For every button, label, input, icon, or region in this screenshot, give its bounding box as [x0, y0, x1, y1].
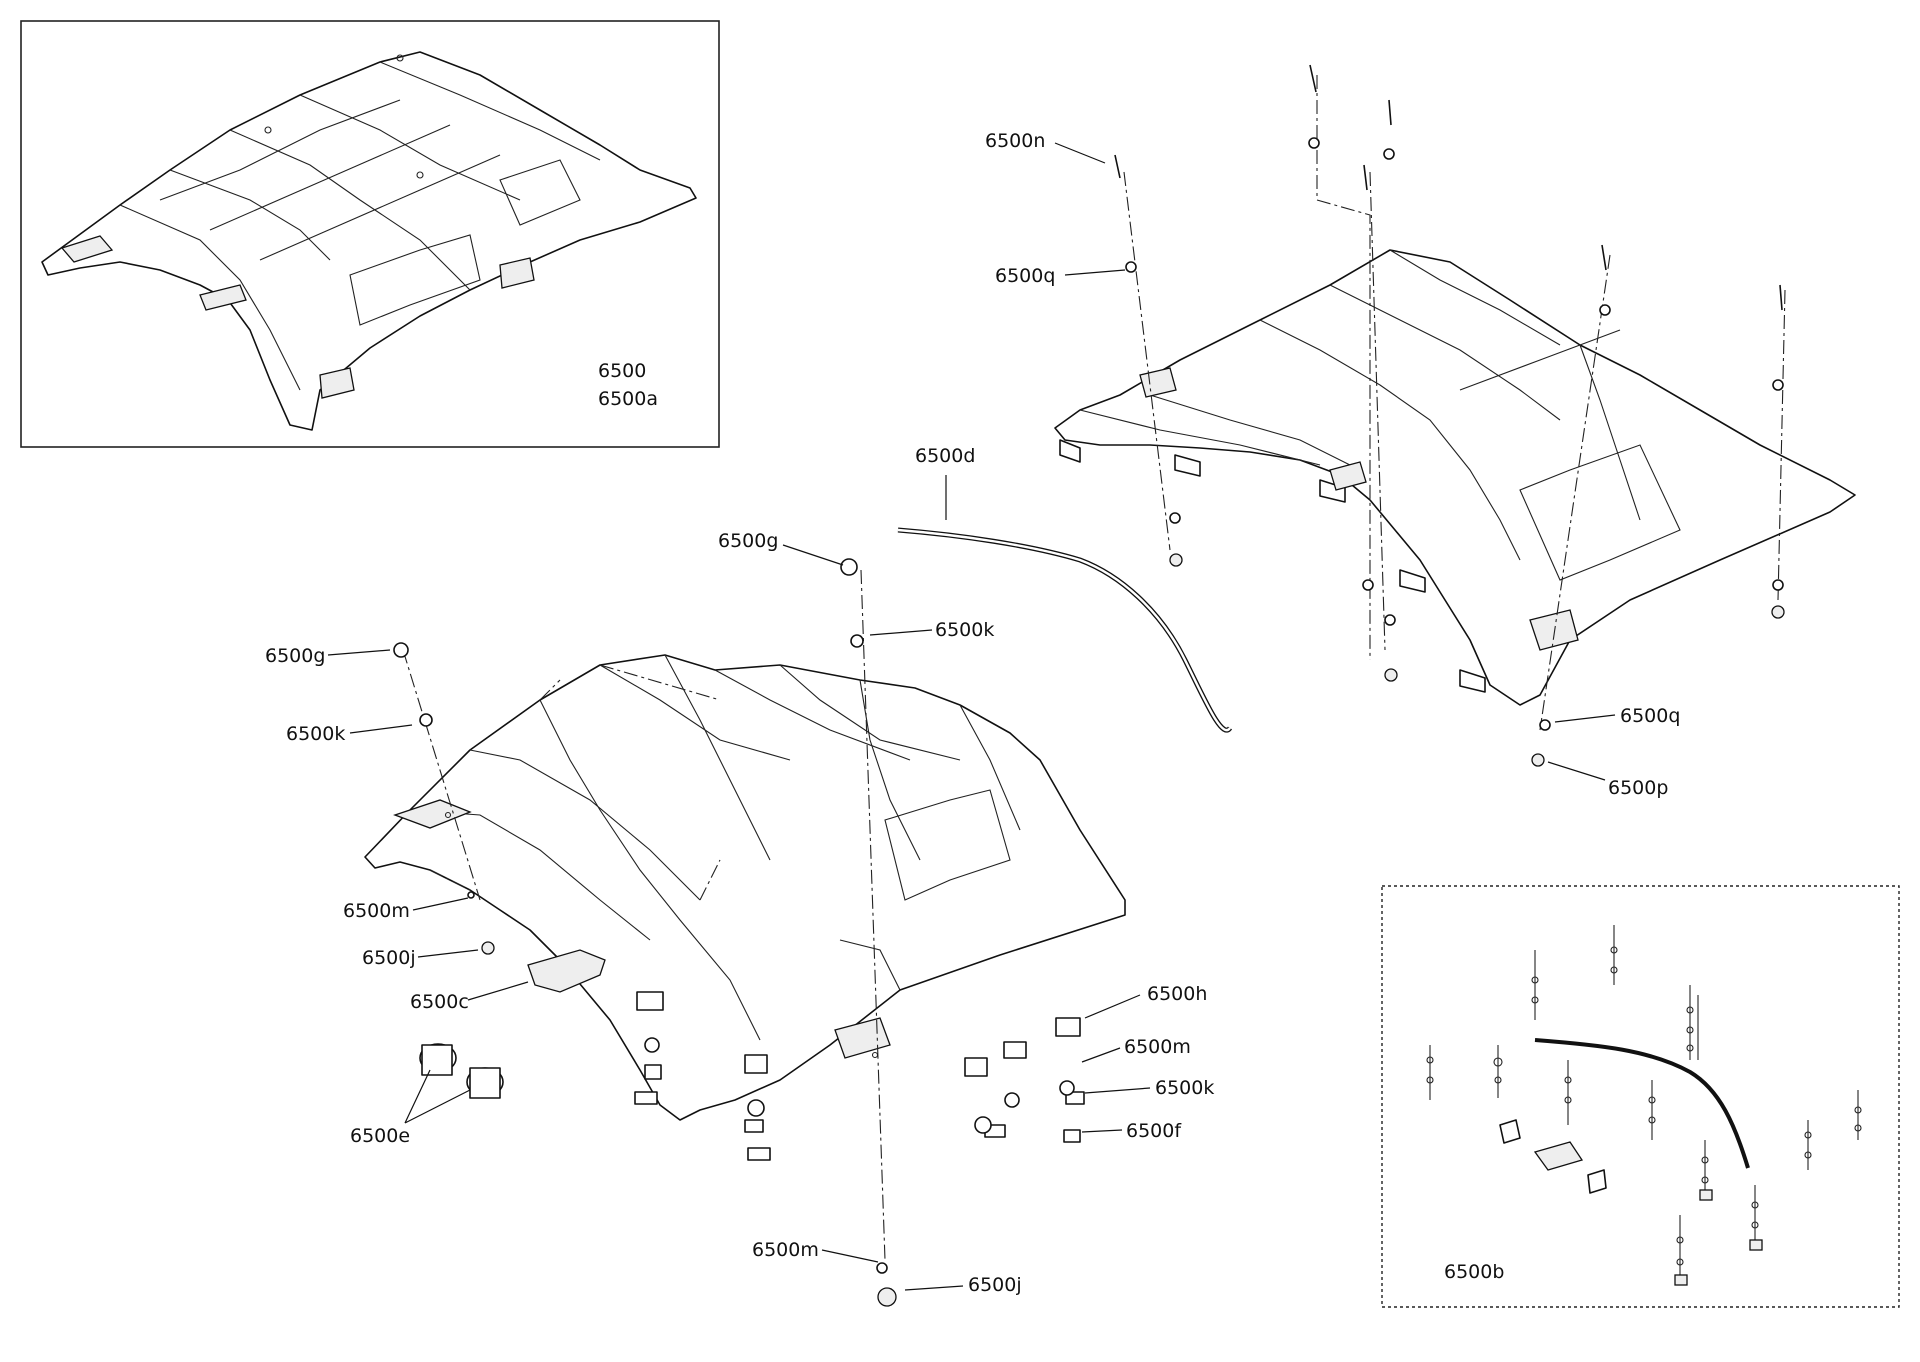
tube-clamp-6500e — [419, 1043, 504, 1099]
callouts: 6500n 6500q 6500d 6500g 6500k 6500g 6500… — [265, 130, 1680, 1296]
label-6500j-bottom: 6500j — [968, 1274, 1022, 1296]
assembled-roof-drawing — [41, 51, 697, 431]
label-6500k-top: 6500k — [935, 619, 994, 641]
front-roof-panel — [364, 654, 1126, 1121]
kit-drawing — [1426, 925, 1862, 1286]
fastener-stacks — [393, 64, 1786, 1307]
label-6500k-right: 6500k — [1155, 1077, 1214, 1099]
label-6500m-right: 6500m — [1124, 1036, 1191, 1058]
label-6500d: 6500d — [915, 445, 975, 467]
label-6500j-left: 6500j — [362, 947, 416, 969]
label-6500c: 6500c — [410, 991, 469, 1013]
label-6500h: 6500h — [1147, 983, 1207, 1005]
label-6500m-bottom: 6500m — [752, 1239, 819, 1261]
label-6500q-top: 6500q — [995, 265, 1055, 287]
label-6500p: 6500p — [1608, 777, 1668, 799]
edge-strip-6500d — [897, 527, 1233, 733]
seal-pad-6500c — [527, 949, 606, 993]
label-6500b: 6500b — [1444, 1261, 1504, 1283]
label-6500: 6500 — [598, 360, 646, 382]
label-6500g-top: 6500g — [718, 530, 778, 552]
label-6500a: 6500a — [598, 388, 658, 410]
label-6500k-left: 6500k — [286, 723, 345, 745]
rear-roof-panel — [1054, 249, 1856, 706]
label-6500q-right: 6500q — [1620, 705, 1680, 727]
label-6500f: 6500f — [1126, 1120, 1182, 1142]
inset-assembled-roof: 6500 6500a — [20, 20, 720, 448]
label-6500g-left: 6500g — [265, 645, 325, 667]
label-6500n: 6500n — [985, 130, 1045, 152]
inset-hardware-kit: 6500b — [1381, 885, 1900, 1308]
label-6500m-left: 6500m — [343, 900, 410, 922]
label-6500e: 6500e — [350, 1125, 410, 1147]
